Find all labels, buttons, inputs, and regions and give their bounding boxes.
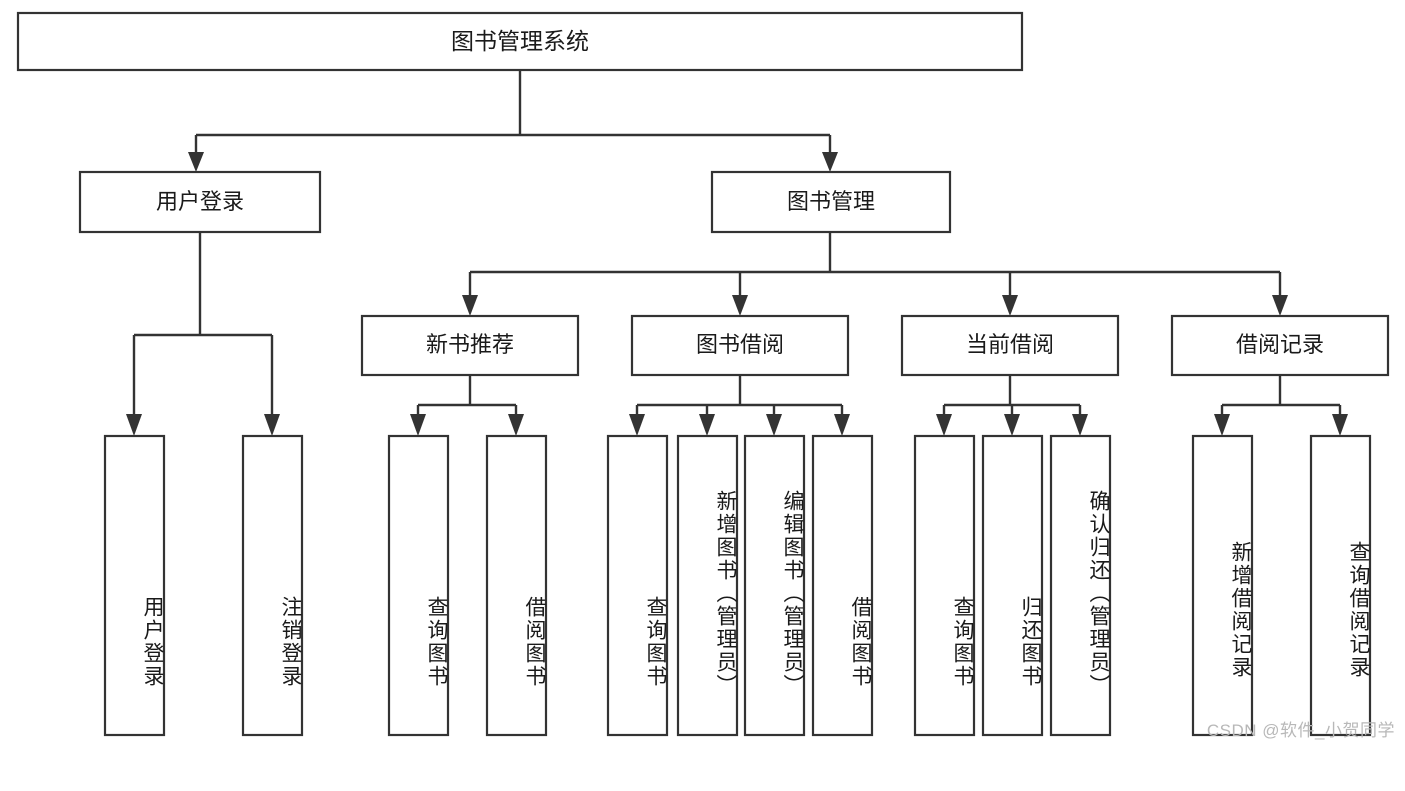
leaf-user-logout-box[interactable] <box>241 434 304 737</box>
arrow-to-leaf-user-logout <box>264 414 280 436</box>
leaf-query-record-box[interactable] <box>1309 434 1372 737</box>
arrow-to-book-borrow <box>732 295 748 316</box>
borrow-record-box[interactable] <box>1170 314 1390 377</box>
node-user-login[interactable]: 用户登录 <box>78 170 322 234</box>
arrow-to-leaf-borrow-book-2 <box>834 414 850 436</box>
leaf-query-book-3-box[interactable] <box>913 434 976 737</box>
node-current-borrow[interactable]: 当前借阅 <box>900 314 1120 377</box>
arrow-to-leaf-edit-book <box>766 414 782 436</box>
arrow-to-user-login <box>188 152 204 172</box>
functional-structure-diagram: 图书管理系统 用户登录 图书管理 新书推荐 图书借阅 当前借阅 借阅记录 <box>16 11 1390 737</box>
node-book-borrow[interactable]: 图书借阅 <box>630 314 850 377</box>
arrow-to-leaf-query-book-3 <box>936 414 952 436</box>
leaf-query-book-2-box[interactable] <box>606 434 669 737</box>
arrow-to-leaf-return-book <box>1004 414 1020 436</box>
book-borrow-label: 图书借阅 <box>696 332 784 357</box>
arrow-to-leaf-query-book-1 <box>410 414 426 436</box>
root-box[interactable] <box>16 11 1024 72</box>
arrow-to-leaf-confirm-return <box>1072 414 1088 436</box>
leaf-node-group <box>103 434 1372 737</box>
node-borrow-record[interactable]: 借阅记录 <box>1170 314 1390 377</box>
leaf-return-book-box[interactable] <box>981 434 1044 737</box>
new-book-rec-label: 新书推荐 <box>426 332 514 357</box>
node-root[interactable]: 图书管理系统 <box>16 11 1024 72</box>
borrow-record-label: 借阅记录 <box>1236 332 1324 357</box>
arrow-to-leaf-query-record <box>1332 414 1348 436</box>
book-manage-box[interactable] <box>710 170 952 234</box>
leaf-edit-book-box[interactable] <box>743 434 806 737</box>
user-login-box[interactable] <box>78 170 322 234</box>
arrow-to-leaf-add-book <box>699 414 715 436</box>
connector-group <box>126 70 1348 436</box>
arrow-to-new-book-rec <box>462 295 478 316</box>
arrow-to-leaf-add-record <box>1214 414 1230 436</box>
leaf-add-record-box[interactable] <box>1191 434 1254 737</box>
node-book-manage[interactable]: 图书管理 <box>710 170 952 234</box>
book-borrow-box[interactable] <box>630 314 850 377</box>
arrow-to-current-borrow <box>1002 295 1018 316</box>
book-manage-label: 图书管理 <box>787 189 875 214</box>
arrow-to-leaf-query-book-2 <box>629 414 645 436</box>
leaf-user-login-box[interactable] <box>103 434 166 737</box>
leaf-borrow-book-2-box[interactable] <box>811 434 874 737</box>
root-label: 图书管理系统 <box>451 28 589 54</box>
node-new-book-rec[interactable]: 新书推荐 <box>360 314 580 377</box>
leaf-query-book-1-box[interactable] <box>387 434 450 737</box>
new-book-rec-box[interactable] <box>360 314 580 377</box>
arrow-to-book-manage <box>822 152 838 172</box>
user-login-label: 用户登录 <box>156 189 244 214</box>
leaf-confirm-return-box[interactable] <box>1049 434 1112 737</box>
arrow-to-leaf-user-login <box>126 414 142 436</box>
current-borrow-box[interactable] <box>900 314 1120 377</box>
leaf-borrow-book-1-box[interactable] <box>485 434 548 737</box>
arrow-to-leaf-borrow-book-1 <box>508 414 524 436</box>
arrow-to-borrow-record <box>1272 295 1288 316</box>
current-borrow-label: 当前借阅 <box>966 332 1054 357</box>
diagram-canvas: 图书管理系统 用户登录 图书管理 新书推荐 图书借阅 当前借阅 借阅记录 <box>16 11 1395 740</box>
leaf-add-book-box[interactable] <box>676 434 739 737</box>
csdn-watermark: CSDN @软件_小贺同学 <box>1206 721 1395 740</box>
